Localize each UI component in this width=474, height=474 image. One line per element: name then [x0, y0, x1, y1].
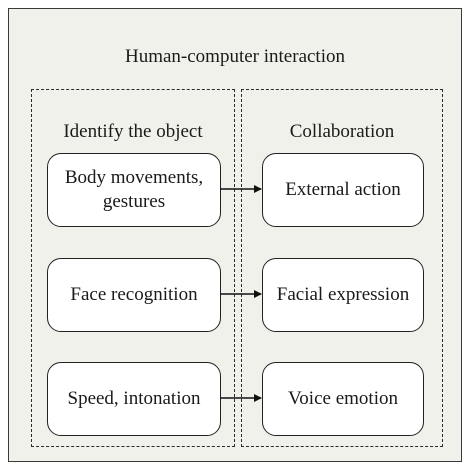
speed-intonation-label: Speed, intonation	[67, 388, 201, 409]
facial-expression-label: Facial expression	[276, 284, 410, 305]
collaboration-title: Collaboration	[289, 121, 395, 142]
body-movements-label: Body movements, gestures	[64, 167, 204, 212]
speed-intonation-node: Speed, intonation	[47, 362, 221, 436]
identify-object-group: Identify the object Body movements, gest…	[31, 89, 235, 447]
voice-emotion-label: Voice emotion	[288, 388, 398, 409]
facial-expression-node: Facial expression	[262, 258, 424, 332]
diagram-title: Human-computer interaction	[124, 46, 345, 67]
identify-object-title: Identify the object	[63, 121, 203, 142]
external-action-node: External action	[262, 153, 424, 227]
voice-emotion-node: Voice emotion	[262, 362, 424, 436]
face-recognition-label: Face recognition	[70, 284, 198, 305]
body-movements-node: Body movements, gestures	[47, 153, 221, 227]
face-recognition-node: Face recognition	[47, 258, 221, 332]
diagram-frame: Human-computer interaction Identify the …	[8, 8, 462, 462]
collaboration-group: Collaboration External action Facial exp…	[241, 89, 443, 447]
external-action-label: External action	[285, 179, 401, 200]
